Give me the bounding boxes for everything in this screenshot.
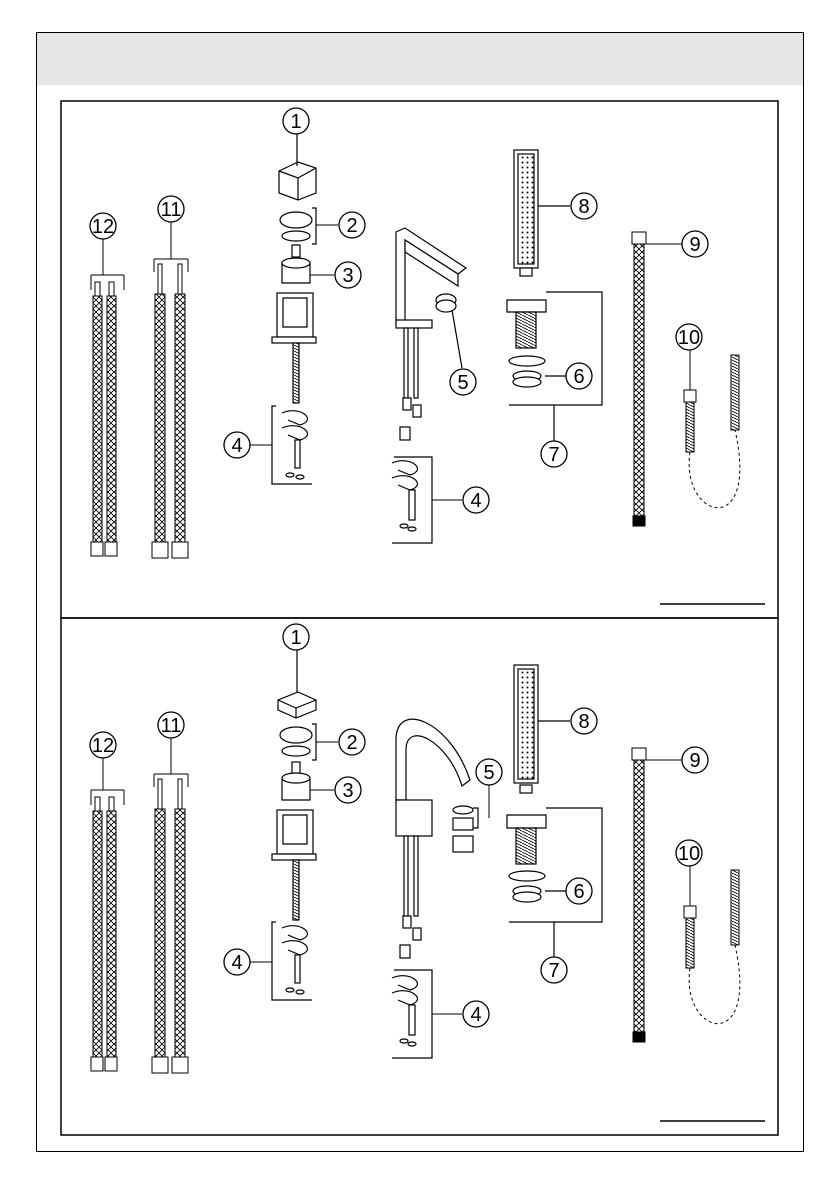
part-4-spout-valve-b (392, 970, 432, 1058)
part-9-hose-b (632, 748, 682, 1042)
svg-text:10: 10 (678, 843, 700, 865)
svg-text:2: 2 (346, 732, 357, 754)
spout-assembly (396, 228, 466, 440)
svg-text:1: 1 (290, 627, 301, 649)
callout-1-b: 1 (283, 624, 309, 650)
panel-bottom: 1 2 3 4 5 6 7 8 9 10 11 12 4 (61, 618, 778, 1135)
callout-5: 5 (450, 369, 476, 395)
callout-4b: 4 (463, 487, 489, 513)
svg-text:4: 4 (470, 490, 481, 512)
callout-9-b: 9 (682, 747, 708, 773)
svg-text:5: 5 (457, 372, 468, 394)
part-11-hoses-b (152, 738, 188, 1073)
part-4-spout-valve (392, 457, 432, 543)
panel-top: 1 2 3 4 5 6 7 8 9 10 11 12 4 (61, 101, 778, 618)
callout-2-b: 2 (339, 729, 365, 755)
svg-text:1: 1 (290, 111, 301, 133)
svg-text:11: 11 (161, 715, 182, 737)
callout-10: 10 (676, 324, 702, 350)
svg-text:3: 3 (342, 780, 353, 802)
svg-text:2: 2 (346, 215, 357, 237)
svg-text:12: 12 (92, 735, 114, 757)
svg-text:7: 7 (548, 444, 559, 466)
callout-6-b: 6 (566, 878, 592, 904)
svg-text:6: 6 (573, 366, 584, 388)
handle-assembly-b (272, 650, 316, 1000)
svg-text:7: 7 (548, 960, 559, 982)
callout-4-b: 4 (224, 949, 250, 975)
part-9-hose (632, 232, 682, 526)
svg-text:4: 4 (231, 952, 242, 974)
svg-text:12: 12 (92, 216, 114, 238)
callout-8-b: 8 (571, 708, 597, 734)
part-12-hoses-b (91, 758, 124, 1071)
svg-text:9: 9 (689, 234, 700, 256)
panel-top-border (61, 101, 778, 618)
svg-text:4: 4 (231, 435, 242, 457)
callout-12: 12 (90, 213, 116, 239)
callout-3-b: 3 (335, 777, 361, 803)
svg-text:5: 5 (483, 762, 494, 784)
callout-7-b: 7 (541, 957, 567, 983)
svg-text:9: 9 (689, 750, 700, 772)
part-10-hose (684, 350, 740, 508)
spout-assembly-b (396, 719, 478, 958)
callout-6: 6 (566, 363, 592, 389)
callout-12-b: 12 (90, 732, 116, 758)
svg-text:8: 8 (578, 711, 589, 733)
svg-text:6: 6 (573, 881, 584, 903)
callout-1: 1 (283, 108, 309, 134)
callout-11-b: 11 (158, 712, 184, 738)
callout-4b-b: 4 (463, 1001, 489, 1027)
callout-8: 8 (571, 193, 597, 219)
callout-7: 7 (541, 441, 567, 467)
part-11-hoses (152, 222, 188, 558)
callout-5-b: 5 (476, 759, 502, 785)
svg-text:8: 8 (578, 196, 589, 218)
svg-text:10: 10 (678, 327, 700, 349)
handle-assembly (272, 134, 316, 484)
callout-3: 3 (335, 262, 361, 288)
svg-text:11: 11 (161, 199, 182, 221)
part-10-hose-b (684, 866, 740, 1024)
callout-10-b: 10 (676, 840, 702, 866)
part-12-hoses (91, 239, 124, 556)
callout-9: 9 (682, 231, 708, 257)
callout-2: 2 (339, 212, 365, 238)
callout-4: 4 (224, 432, 250, 458)
svg-text:3: 3 (342, 265, 353, 287)
callout-11: 11 (158, 196, 184, 222)
svg-text:4: 4 (470, 1004, 481, 1026)
